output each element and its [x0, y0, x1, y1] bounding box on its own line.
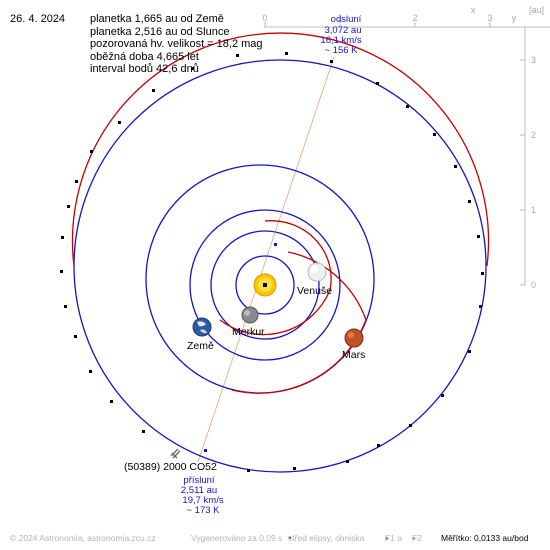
focus-marker — [204, 449, 207, 452]
aphelion-distance: 3,072 au — [325, 25, 362, 36]
aphelion-speed: 16,1 km/s — [320, 35, 361, 46]
asteroid-orbit-north — [71, 32, 490, 267]
mercury-label: Merkur — [232, 326, 265, 338]
sun — [253, 273, 277, 297]
date-label: 26. 4. 2024 — [10, 13, 66, 25]
footer: © 2024 Astronomia, astronomia.zcu.cz Vyg… — [0, 533, 550, 547]
asteroid-orbit-south — [73, 59, 487, 473]
earth — [192, 317, 212, 337]
info-magnitude: pozorovaná hv. velikost = 18,2 mag — [90, 38, 263, 51]
ellipse-center-marker — [274, 243, 277, 246]
earth-label: Země — [187, 340, 214, 352]
aphelion-temperature: ~ 156 K — [324, 45, 358, 56]
perihelion-info: přísluní 2,511 au 19,7 km/s ~ 173 K — [181, 475, 224, 516]
perihelion-distance: 2,511 au — [181, 485, 217, 496]
axes: 0 1 2 3 x [au] y 3 2 1 0 — [262, 5, 550, 290]
apsis-line — [197, 56, 335, 463]
asteroid-label: (50389) 2000 CO52 — [124, 461, 217, 473]
aphelion-title: odsluní — [331, 14, 362, 25]
y-axis-symbol: y — [512, 13, 517, 23]
mars — [344, 328, 364, 348]
top-tick-1: 1 — [337, 13, 342, 23]
right-tick-3: 3 — [531, 55, 536, 65]
earth-orbit — [189, 209, 341, 361]
generated-text: Vygenerováno za 0,09 s — [191, 533, 283, 543]
legend-f1-label: F1 a — [385, 533, 403, 543]
perihelion-speed: 19,7 km/s — [182, 495, 223, 506]
perihelion-title: přísluní — [183, 475, 215, 486]
perihelion-temperature: ~ 173 K — [186, 505, 220, 516]
asteroid — [170, 448, 181, 459]
mercury — [241, 306, 259, 324]
mars-label: Mars — [342, 349, 365, 361]
axis-unit: [au] — [529, 5, 544, 15]
info-sun-distance: planetka 2,516 au od Slunce — [90, 25, 230, 38]
info-point-interval: interval bodů 42,6 dnů — [90, 63, 199, 76]
legend-center-label: střed elipsy, ohniska — [288, 533, 365, 543]
legend-f2-label: F2 — [412, 533, 422, 543]
f1-dot-icon: ▪ — [385, 533, 389, 543]
top-tick-2: 2 — [412, 13, 417, 23]
venus — [307, 262, 327, 282]
asteroid-info: planetka 1,665 au od Země planetka 2,516… — [90, 13, 263, 76]
venus-label: Venuše — [297, 285, 332, 297]
right-tick-1: 1 — [531, 205, 536, 215]
aphelion-info: odsluní 3,072 au 16,1 km/s ~ 156 K — [320, 14, 361, 56]
venus-orbit — [210, 230, 320, 340]
right-tick-2: 2 — [531, 130, 536, 140]
x-axis-symbol: x — [471, 5, 476, 15]
inner-red-arc — [219, 220, 332, 336]
right-tick-0: 0 — [531, 280, 536, 290]
info-period: oběžná doba 4,665 let — [90, 50, 199, 63]
info-earth-distance: planetka 1,665 au od Země — [90, 13, 224, 25]
top-tick-3: 3 — [487, 13, 492, 23]
scale-text: Měřítko: 0,0133 au/bod — [441, 533, 529, 543]
f2-dot-icon: ▪ — [412, 533, 416, 543]
mercury-orbit — [235, 255, 295, 315]
copyright-text: © 2024 Astronomia, astronomia.zcu.cz — [10, 533, 156, 543]
top-tick-0: 0 — [262, 13, 267, 23]
center-dot-icon: ▪ — [288, 533, 292, 544]
